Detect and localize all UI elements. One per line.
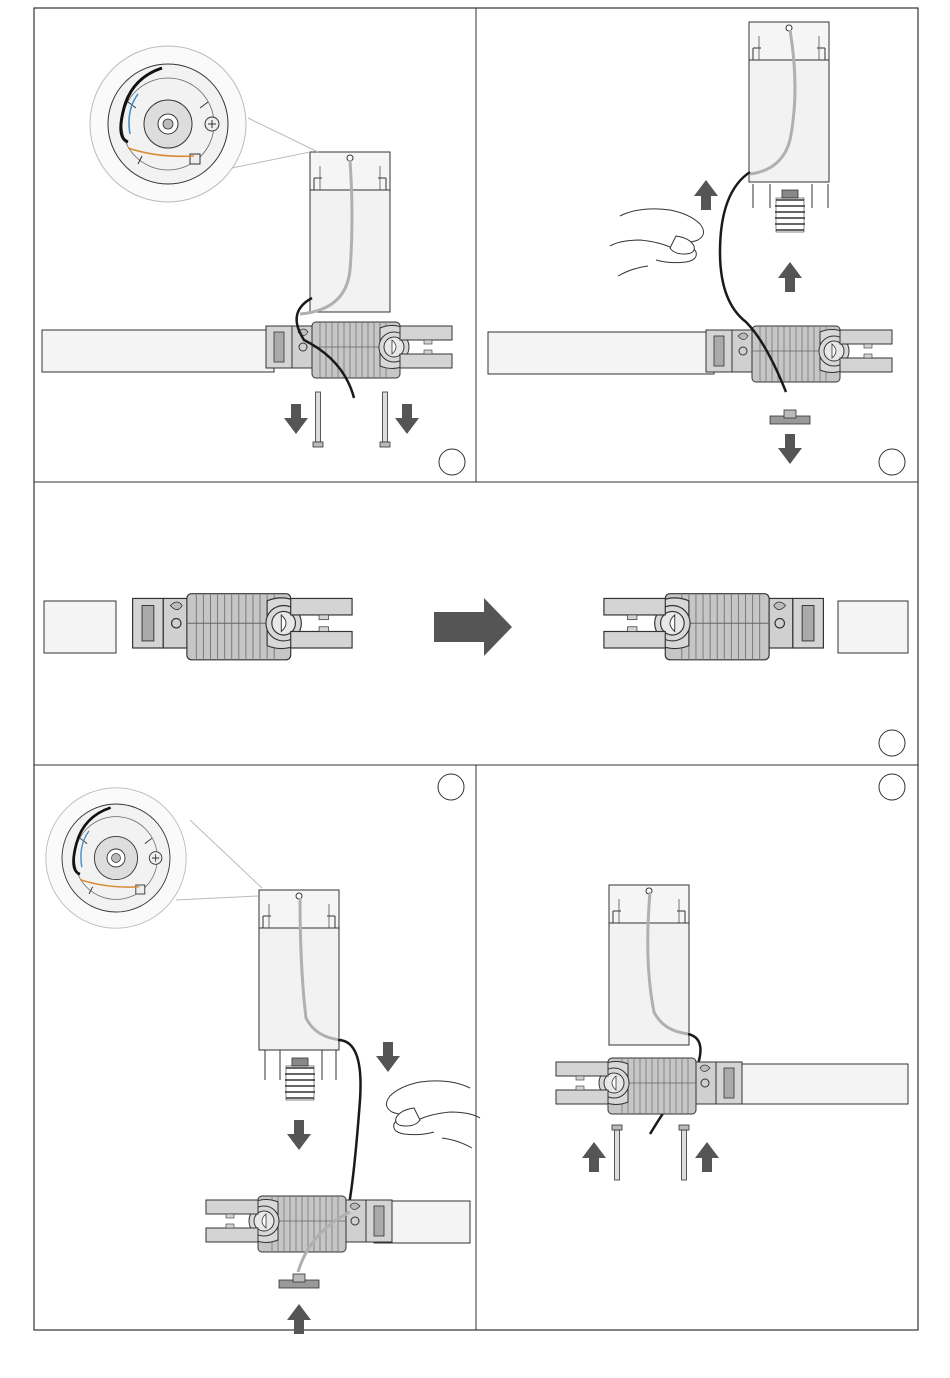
- washer: [279, 1274, 319, 1288]
- arrow-down-icon: [376, 1042, 400, 1072]
- step-number-badge: [879, 774, 905, 800]
- cable-black: [338, 1040, 361, 1210]
- arrow-right-icon: [434, 598, 512, 656]
- arrow-down-icon: [287, 1120, 311, 1150]
- screw-icon: [380, 392, 390, 447]
- step-number-badge: [879, 730, 905, 756]
- arrow-up-icon: [695, 1142, 719, 1172]
- magnifier-callout-icon: [90, 46, 318, 202]
- panel-1: [42, 46, 465, 475]
- screw-icon: [612, 1125, 622, 1180]
- step-number-badge: [439, 449, 465, 475]
- arrow-down-icon: [778, 434, 802, 464]
- tube: [44, 601, 116, 653]
- step-number-badge: [438, 774, 464, 800]
- washer: [770, 410, 810, 424]
- screw-icon: [679, 1125, 689, 1180]
- arrow-up-icon: [694, 180, 718, 210]
- screw-icon: [313, 392, 323, 447]
- tube: [724, 1064, 908, 1104]
- tube: [42, 330, 274, 372]
- arrow-up-icon: [582, 1142, 606, 1172]
- magnifier-callout-icon: [46, 788, 262, 928]
- hand-icon: [386, 1081, 480, 1148]
- hand-icon: [610, 209, 704, 276]
- arrow-down-icon: [395, 404, 419, 434]
- panel-5: [556, 774, 908, 1180]
- step-number-badge: [879, 449, 905, 475]
- arrow-up-icon: [778, 262, 802, 292]
- arrow-down-icon: [284, 404, 308, 434]
- panel-2: [488, 22, 905, 475]
- panel-3: [44, 594, 908, 756]
- tube: [838, 601, 908, 653]
- tube: [488, 332, 714, 374]
- panel-4: [46, 774, 480, 1334]
